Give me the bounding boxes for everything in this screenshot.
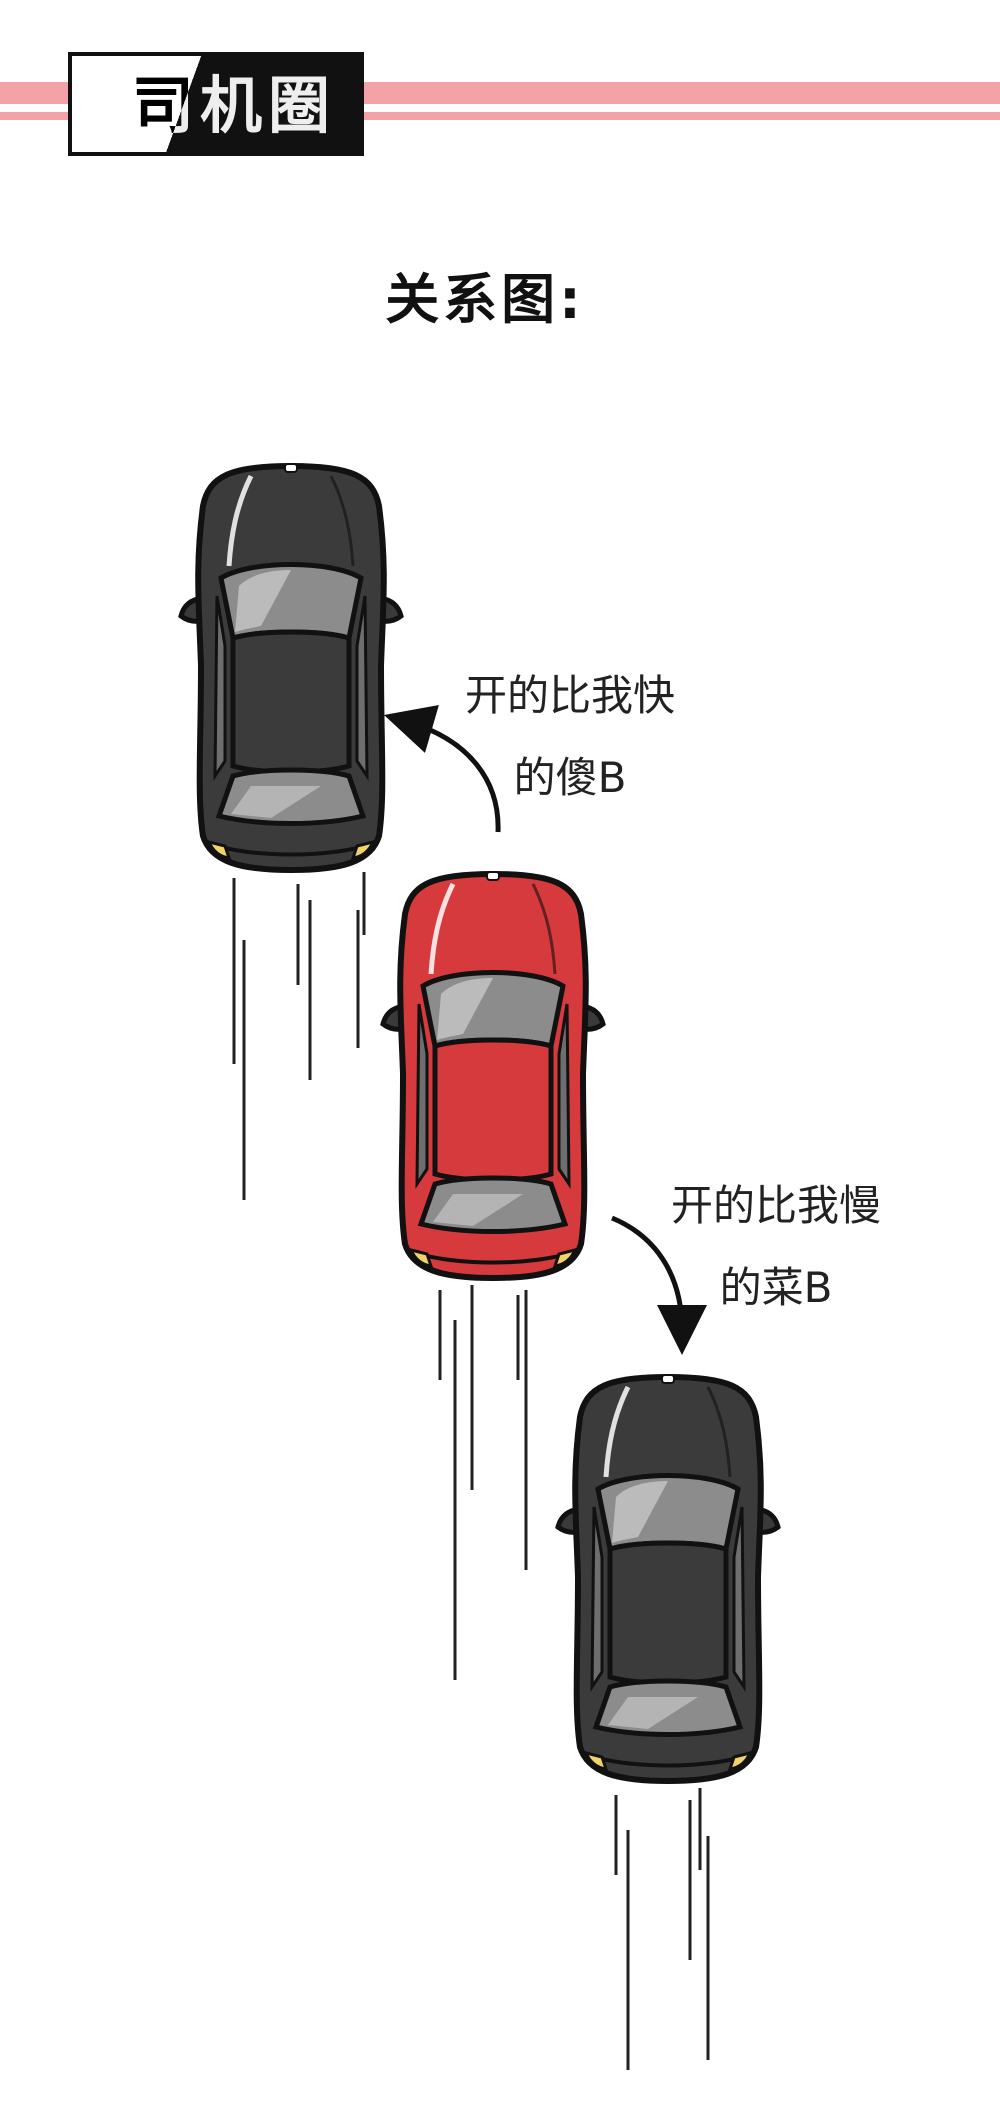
label-slower-line1: 开的比我慢 xyxy=(670,1181,881,1230)
arrow-to-slower-car xyxy=(611,1215,707,1355)
label-slower: 开的比我慢 的菜B xyxy=(646,1176,906,1318)
header-stripe-thin xyxy=(0,112,1000,120)
speed-lines-faster-car xyxy=(232,872,366,1200)
car-faster xyxy=(181,464,401,870)
car-me xyxy=(383,872,603,1278)
speed-lines-my-car xyxy=(438,1285,528,1680)
label-faster-line1: 开的比我快 xyxy=(464,671,675,720)
brand-badge: 司机圈 xyxy=(68,52,364,156)
speed-lines-slower-car xyxy=(614,1788,710,2070)
arrow-to-faster-car xyxy=(383,704,501,833)
car-slower xyxy=(558,1375,778,1781)
label-faster-line2: 的傻B xyxy=(513,753,627,802)
brand-badge-text: 司机圈 xyxy=(132,69,337,142)
label-faster: 开的比我快 的傻B xyxy=(440,666,700,808)
page-title: 关系图: xyxy=(385,268,585,331)
label-slower-line2: 的菜B xyxy=(719,1263,833,1312)
